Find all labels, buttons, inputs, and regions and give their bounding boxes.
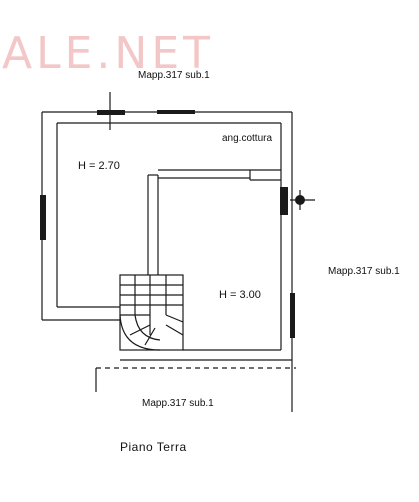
entrance-marker	[295, 195, 305, 205]
neighbor-label-right: Mapp.317 sub.1	[328, 266, 400, 277]
walls	[41, 92, 315, 412]
kitchen-corner-label: ang.cottura	[222, 133, 273, 144]
entrance-door	[280, 187, 288, 215]
window-top-left	[97, 110, 125, 115]
neighbor-label-bottom: Mapp.317 sub.1	[142, 398, 214, 409]
stair-winder	[144, 327, 156, 346]
watermark-text: ALE.NET	[2, 28, 214, 79]
stair-winder	[165, 324, 184, 336]
height-label-left: H = 2.70	[78, 160, 120, 172]
openings	[40, 110, 305, 338]
height-label-right: H = 3.00	[219, 289, 261, 301]
window-top-right	[157, 110, 195, 114]
stair-curve-inner	[134, 314, 161, 341]
stair-winder	[165, 314, 184, 323]
stair-curve-outer	[119, 314, 161, 351]
floor-title: Piano Terra	[120, 440, 187, 454]
neighbor-label-top: Mapp.317 sub.1	[138, 70, 210, 81]
window-right	[290, 293, 295, 338]
window-left	[40, 195, 46, 240]
stair-winder	[129, 324, 151, 336]
